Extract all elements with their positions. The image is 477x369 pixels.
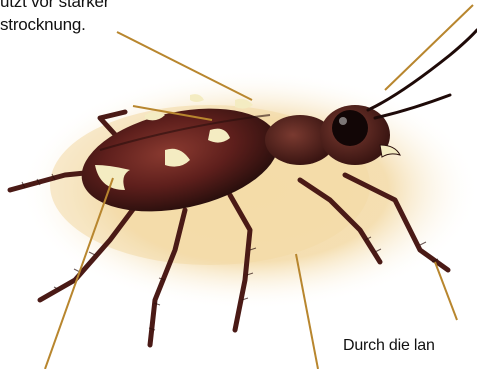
caption-top-line1: utzt vor starker bbox=[0, 0, 109, 12]
eye-highlight bbox=[339, 117, 347, 125]
caption-top-line2: strocknung. bbox=[0, 15, 86, 35]
beetle-eye bbox=[332, 110, 368, 146]
caption-bottom-right: Durch die lan bbox=[343, 337, 435, 355]
